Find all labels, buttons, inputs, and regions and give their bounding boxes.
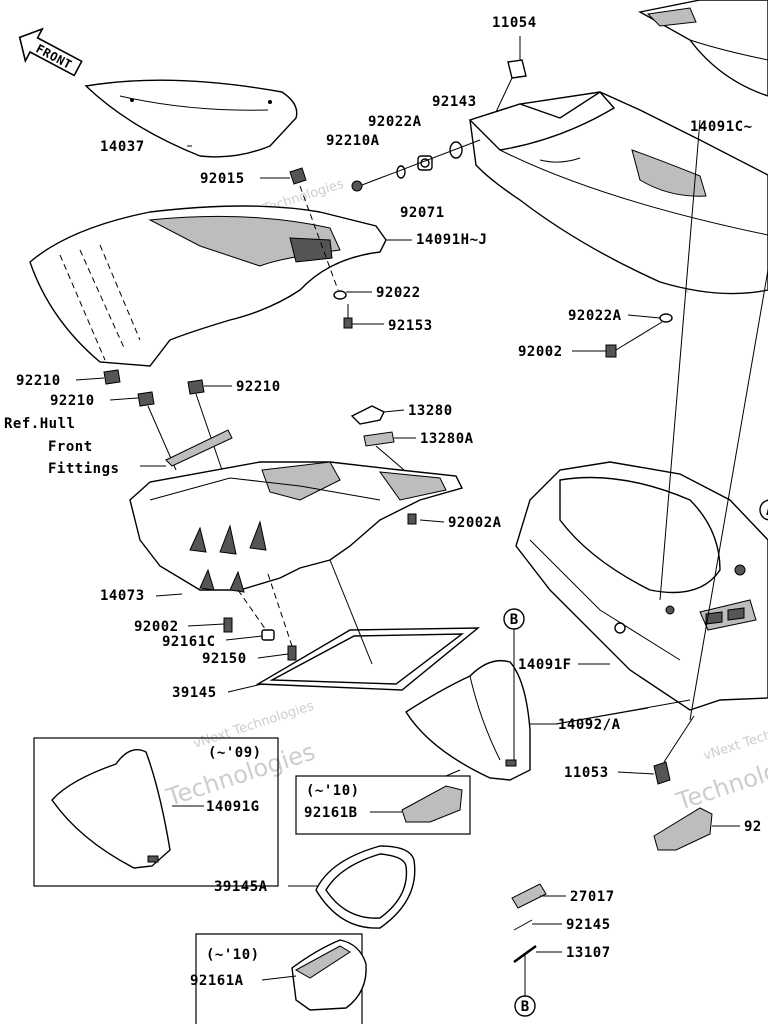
callout-b-top-label: B: [510, 612, 518, 628]
part-92022a-washer: [659, 313, 673, 323]
ref-note-line1: Ref.Hull: [4, 416, 75, 432]
ref-note-line3: Fittings: [48, 461, 119, 477]
box-period-09: [33, 737, 279, 887]
part-14091hj-deck: [29, 205, 387, 367]
hardware-row-top: [351, 139, 481, 192]
label-92210-right: 92210: [236, 379, 281, 395]
part-39145-seal: [255, 559, 481, 691]
part-39145a-seal: [315, 845, 416, 929]
part-14092a-bin: [405, 659, 531, 781]
label-92153: 92153: [388, 318, 433, 334]
part-92022-washer: [333, 290, 347, 300]
part-92153-screw: [343, 304, 353, 329]
label-11054: 11054: [492, 15, 537, 31]
label-92210-low: 92210: [50, 393, 95, 409]
label-92022: 92022: [376, 285, 421, 301]
label-11053: 11053: [564, 765, 609, 781]
label-92022a-mid: 92022A: [568, 308, 622, 324]
label-13107: 13107: [566, 945, 611, 961]
label-92161a: 92161A: [190, 973, 244, 989]
part-92002-bolt: [605, 321, 663, 358]
label-92161b: 92161B: [304, 805, 358, 821]
label-92002-mid: 92002: [518, 344, 563, 360]
part-92145-pin: [513, 919, 533, 931]
label-92145: 92145: [566, 917, 611, 933]
period-label-09: (~'09): [208, 745, 262, 761]
leader-right: [689, 269, 768, 721]
ref-hull-note: Ref.Hull Front Fittings: [4, 416, 119, 477]
label-92022a-top: 92022A: [368, 114, 422, 130]
label-14091g: 14091G: [206, 799, 260, 815]
label-27017: 27017: [570, 889, 615, 905]
front-arrow: FRONT: [18, 27, 83, 77]
label-14091hj: 14091H~J: [416, 232, 487, 248]
label-92210a: 92210A: [326, 133, 380, 149]
callout-b-bottom-label: B: [521, 999, 529, 1015]
label-13280a: 13280A: [420, 431, 474, 447]
period-label-10-low: (~'10): [206, 947, 260, 963]
part-14073-tray: [129, 461, 464, 593]
callout-a: A: [759, 499, 768, 521]
part-13280-bracket: [350, 405, 405, 471]
label-39145a: 39145A: [214, 879, 268, 895]
label-92143: 92143: [432, 94, 477, 110]
box-period-10-mid: [295, 769, 471, 835]
label-14091f: 14091F: [518, 657, 572, 673]
leader-lines: [75, 145, 740, 981]
part-top-right-fragment: [638, 0, 768, 97]
watermark-brand: vNext Technologies: [702, 711, 768, 764]
label-39145: 39145: [172, 685, 217, 701]
hardware-row-low: [223, 573, 297, 661]
label-14091c: 14091C~: [690, 119, 753, 135]
label-14037: 14037: [100, 139, 145, 155]
label-92161c: 92161C: [162, 634, 216, 650]
label-92210-left: 92210: [16, 373, 61, 389]
part-11054-clip: [495, 36, 527, 113]
label-92015: 92015: [200, 171, 245, 187]
leader-14091c: [659, 119, 701, 601]
callout-a-label: A: [766, 503, 768, 519]
part-14037-cover: [84, 79, 298, 158]
period-labels: (~'09) (~'10) (~'10): [206, 745, 360, 963]
callout-b-bottom: B: [514, 995, 536, 1017]
period-label-10-mid: (~'10): [306, 783, 360, 799]
part-92002a-screw: [407, 513, 417, 525]
part-27017-pad: [511, 883, 547, 909]
part-92210-clips: [103, 369, 223, 471]
part-labels: 11054 92143 14091C~ 92022A 92210A 14037 …: [16, 15, 762, 989]
label-92150: 92150: [202, 651, 247, 667]
box-period-10-low: [195, 933, 367, 1024]
part-13107-strip: [513, 944, 537, 996]
ref-hull-bar: [165, 429, 233, 467]
label-13280: 13280: [408, 403, 453, 419]
label-92071: 92071: [400, 205, 445, 221]
callout-b-top: B: [503, 608, 525, 760]
label-92002-low: 92002: [134, 619, 179, 635]
label-14092a: 14092/A: [558, 717, 621, 733]
part-92-partial: [653, 807, 713, 851]
label-14073: 14073: [100, 588, 145, 604]
part-11053-clip: [653, 715, 695, 785]
part-14091f-hull: [515, 461, 768, 711]
part-92015-clip: [289, 167, 339, 291]
label-92002a: 92002A: [448, 515, 502, 531]
part-14091c-panel: [468, 91, 768, 295]
label-92-partial: 92: [744, 819, 762, 835]
ref-note-line2: Front: [48, 439, 93, 455]
